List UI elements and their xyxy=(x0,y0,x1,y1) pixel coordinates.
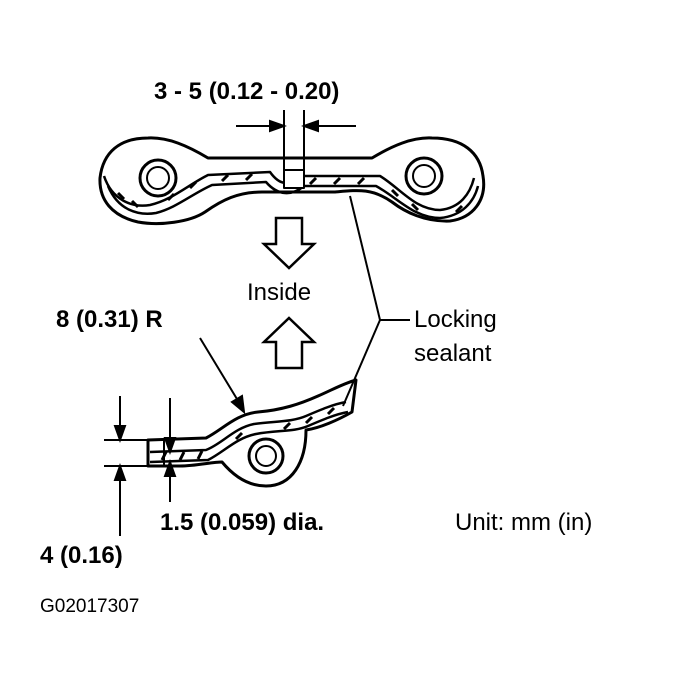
lower-bead-outer xyxy=(149,400,347,454)
inside-arrows xyxy=(260,216,318,370)
lower-gasket-outline xyxy=(146,378,358,488)
radius-leader xyxy=(199,337,246,415)
lower-edge-box xyxy=(147,439,165,467)
upper-bead-inner xyxy=(106,180,480,220)
locking-sealant-label-line2: sealant xyxy=(414,340,492,367)
height-dimension-arrows xyxy=(104,396,148,536)
gap-dimension-label: 3 - 5 (0.12 - 0.20) xyxy=(154,78,340,105)
upper-right-bolt-hole-inner xyxy=(412,164,436,188)
down-arrow-icon xyxy=(260,216,318,270)
unit-label: Unit: mm (in) xyxy=(455,509,593,536)
lower-bolt-hole-outer xyxy=(247,437,285,475)
upper-gasket xyxy=(98,136,486,226)
height-dimension-label: 4 (0.16) xyxy=(40,542,123,569)
lower-hatching xyxy=(160,406,336,461)
bead-dimension-arrows xyxy=(163,398,177,502)
figure-code-label: G02017307 xyxy=(40,596,140,617)
lower-bead-inner xyxy=(149,410,349,464)
lower-gasket xyxy=(146,378,358,488)
up-arrow-icon xyxy=(260,316,318,370)
upper-gap-box xyxy=(283,169,305,189)
upper-gasket-outline xyxy=(98,136,486,226)
upper-hatching xyxy=(116,172,464,214)
bead-diameter-label: 1.5 (0.059) dia. xyxy=(160,509,325,536)
upper-left-bolt-hole-inner xyxy=(146,166,170,190)
gap-dimension-arrows xyxy=(236,110,356,170)
radius-label: 8 (0.31) R xyxy=(56,306,163,333)
upper-left-bolt-hole-outer xyxy=(138,158,178,198)
upper-right-bolt-hole-outer xyxy=(404,156,444,196)
inside-label: Inside xyxy=(247,279,312,306)
sealant-leader-lines xyxy=(342,195,410,407)
lower-bolt-hole-inner xyxy=(255,445,277,467)
locking-sealant-label-line1: Locking xyxy=(414,306,497,333)
